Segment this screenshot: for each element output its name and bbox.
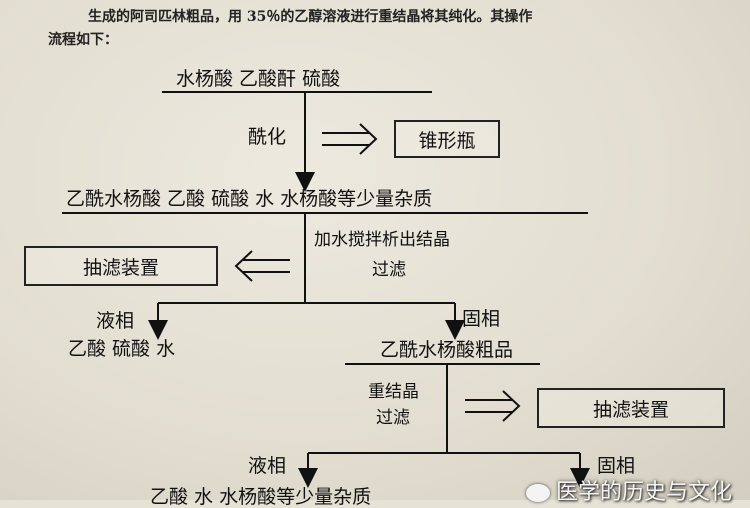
watermark: 医学的历史与文化 — [525, 474, 732, 506]
filtration-apparatus-label-1: 抽滤装置 — [82, 256, 159, 279]
solid-phase-label-2: 固相 — [597, 455, 636, 477]
solid-phase-content-1: 乙酰水杨酸粗品 — [380, 339, 514, 361]
open-arrow-right-2 — [465, 390, 521, 422]
liquid-phase-label-1: 液相 — [96, 310, 135, 332]
reagents-text: 水杨酸 乙酸酐 硫酸 — [176, 68, 341, 90]
erlenmeyer-flask-label: 锥形瓶 — [418, 129, 476, 152]
step2-line2: 过滤 — [372, 260, 406, 280]
intro-line-2: 流程如下： — [48, 32, 118, 48]
filtration-apparatus-box-2: 抽滤装置 — [537, 388, 725, 428]
wechat-icon — [525, 484, 550, 502]
liquid-phase-content-2: 乙酸 水 水杨酸等少量杂质 — [150, 486, 372, 508]
erlenmeyer-flask-box: 锥形瓶 — [394, 120, 500, 158]
acylation-label: 酰化 — [248, 126, 287, 148]
liquid-phase-label-2: 液相 — [248, 455, 287, 477]
solid-phase-label-1: 固相 — [462, 308, 501, 330]
open-arrow-left-1 — [234, 250, 290, 282]
intro-line-1: 生成的阿司匹林粗品，用 35％的乙醇溶液进行重结晶将其纯化。其操作 — [88, 9, 533, 25]
mixture-text: 乙酰水杨酸 乙酸 硫酸 水 水杨酸等少量杂质 — [66, 188, 433, 210]
liquid-phase-content-1: 乙酸 硫酸 水 — [68, 338, 176, 360]
filtration-apparatus-box-1: 抽滤装置 — [24, 246, 218, 286]
watermark-text: 医学的历史与文化 — [555, 480, 732, 505]
open-arrow-right-1 — [322, 123, 378, 155]
step3-line2: 过滤 — [376, 408, 410, 428]
step2-line1: 加水搅拌析出结晶 — [314, 230, 450, 250]
filtration-apparatus-label-2: 抽滤装置 — [592, 398, 669, 421]
step3-line1: 重结晶 — [368, 382, 419, 402]
